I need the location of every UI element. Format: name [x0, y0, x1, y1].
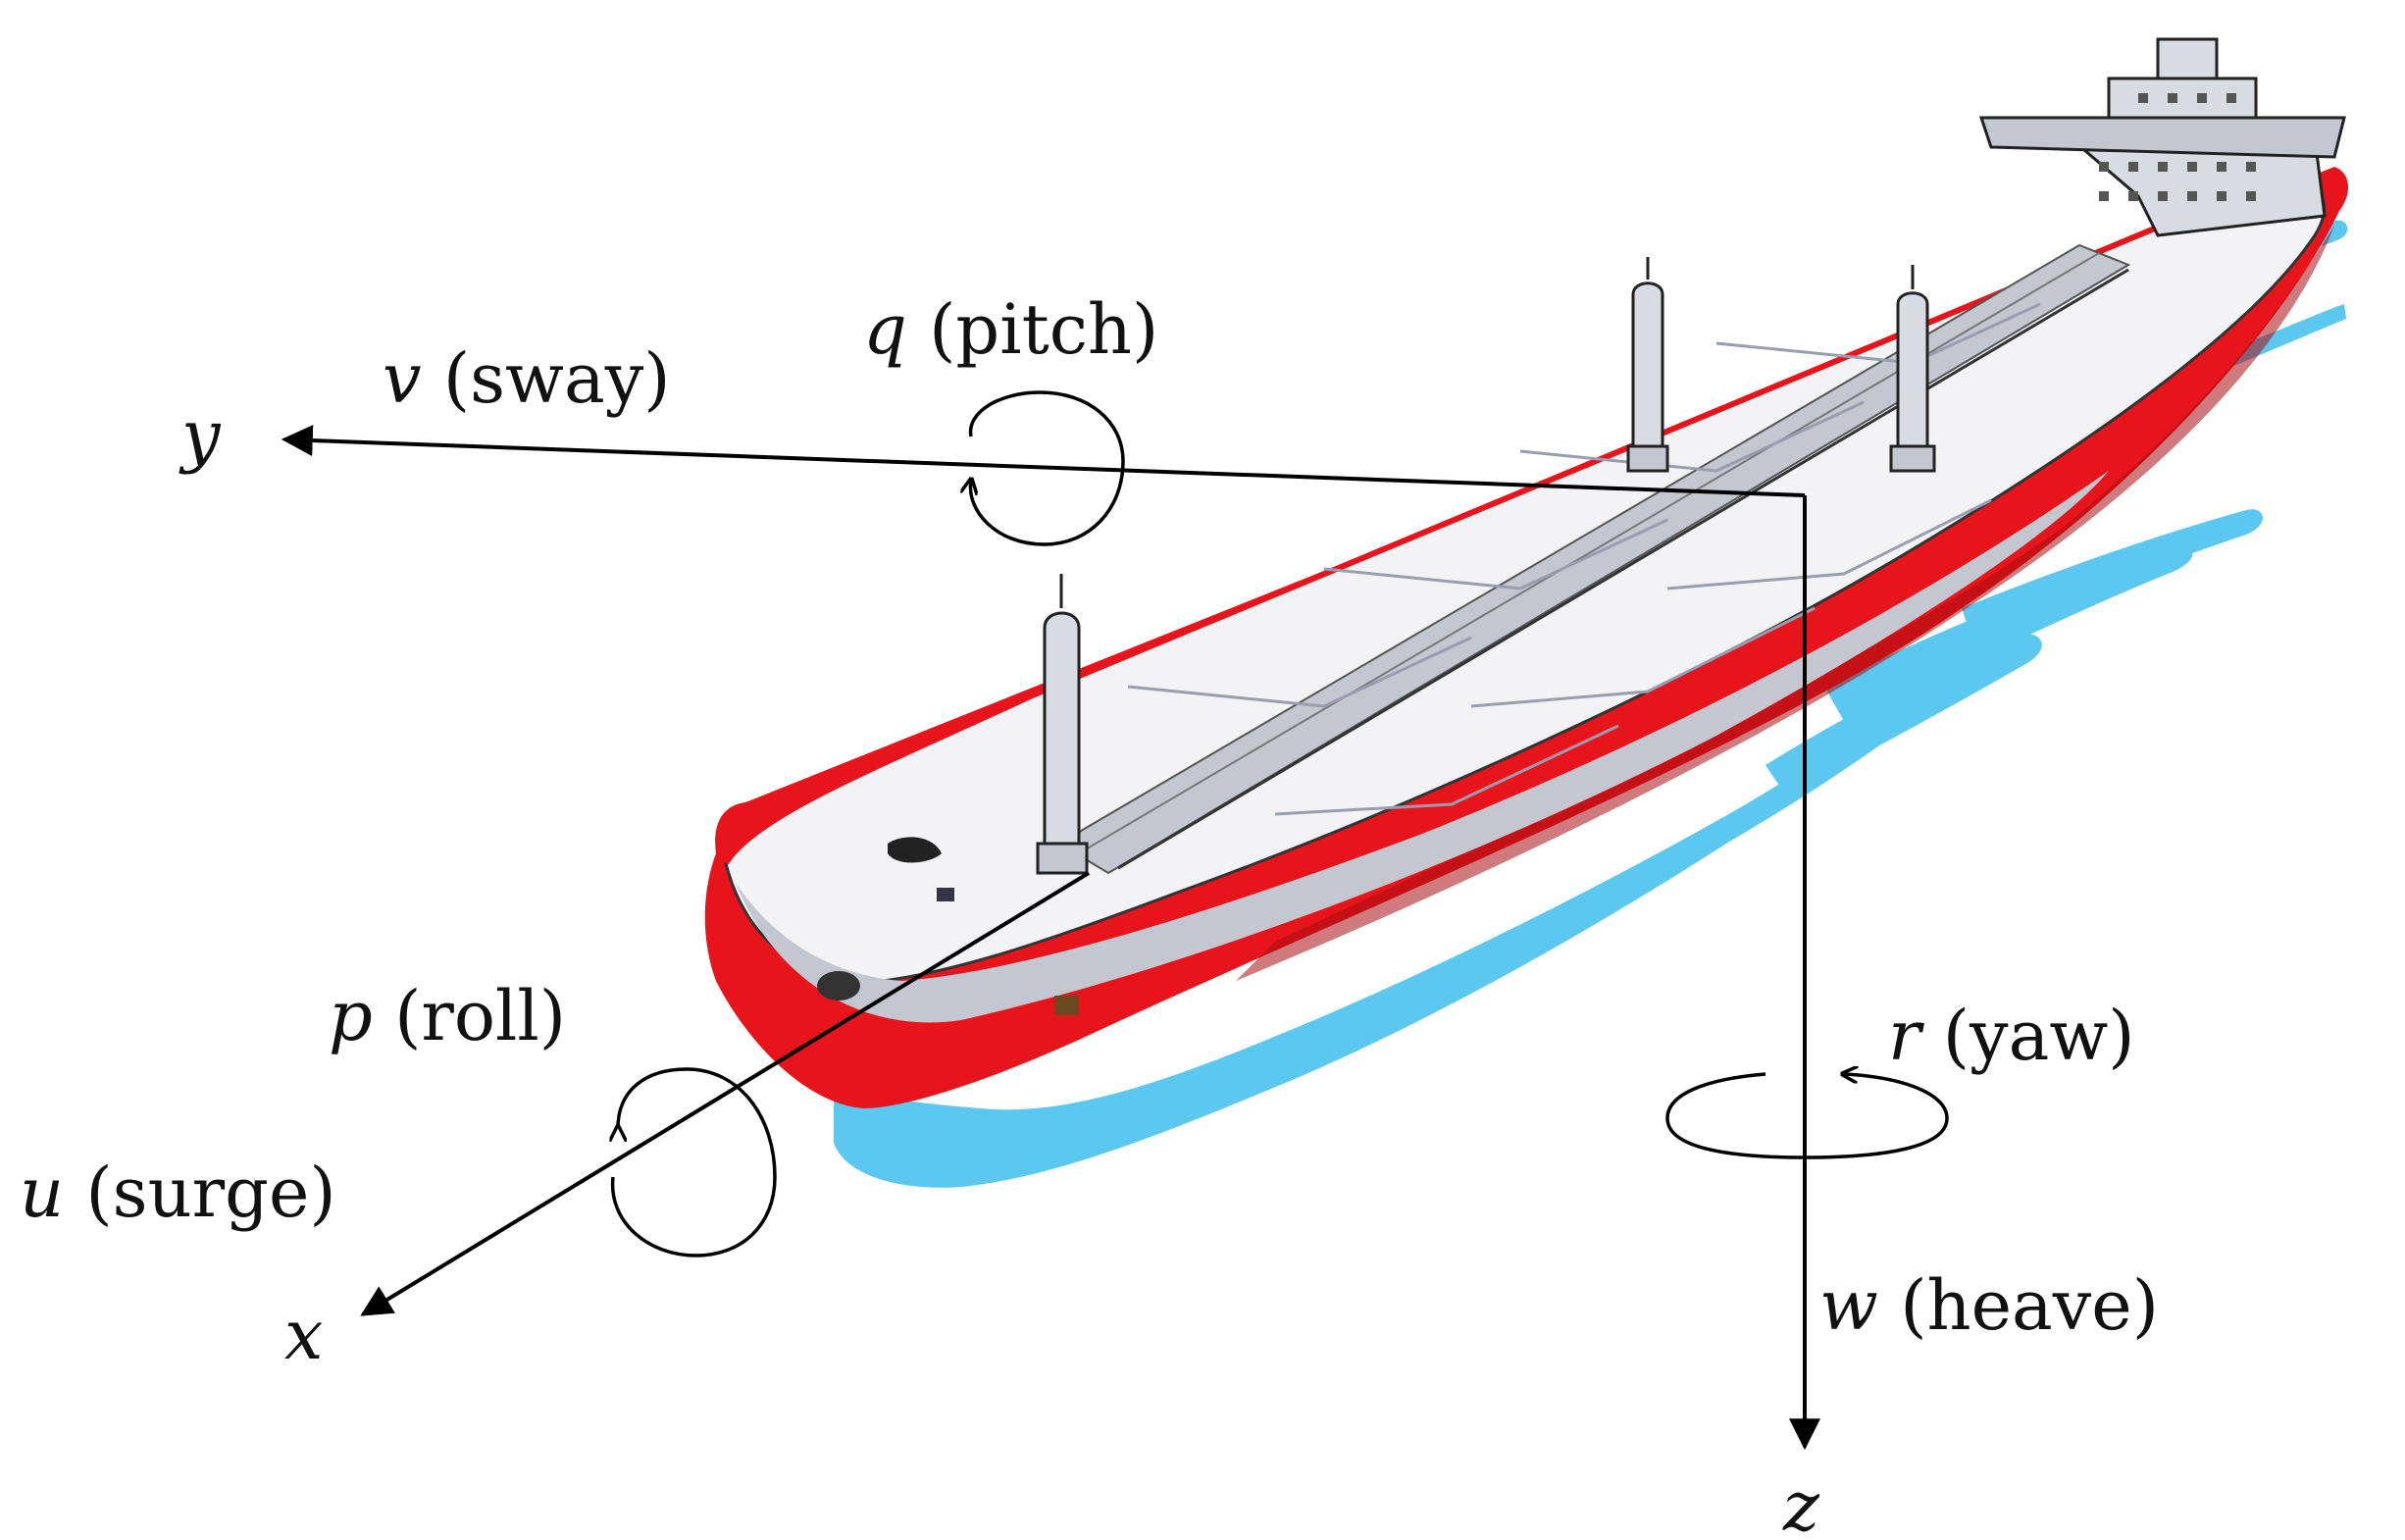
x-axis-line [360, 871, 1091, 1316]
ship-bridge [1978, 37, 2346, 237]
labels: y z x v (sway) q (pitch) p (roll) u (sur… [20, 289, 2159, 1540]
heave-label: w (heave) [1819, 1265, 2159, 1346]
rotation-arrows [613, 390, 1949, 1258]
ship-masts [1036, 257, 1936, 875]
roll-label: p (roll) [329, 976, 566, 1056]
sway-label: v (sway) [383, 338, 671, 419]
x-axis-label: x [284, 1295, 323, 1375]
deck-hatches [1127, 302, 2041, 816]
surge-label: u (surge) [20, 1153, 336, 1233]
z-axis-label: z [1782, 1466, 1820, 1540]
roll-rotation-icon [613, 1067, 777, 1258]
axes [281, 425, 1820, 1451]
yaw-label: r (yaw) [1888, 996, 2135, 1076]
yaw-rotation-icon [1665, 1074, 1949, 1159]
bow-details [817, 837, 1079, 1015]
y-axis-label: y [179, 395, 222, 476]
y-axis-line [281, 425, 1806, 497]
pitch-rotation-icon [970, 390, 1125, 546]
pitch-label: q (pitch) [863, 289, 1158, 370]
